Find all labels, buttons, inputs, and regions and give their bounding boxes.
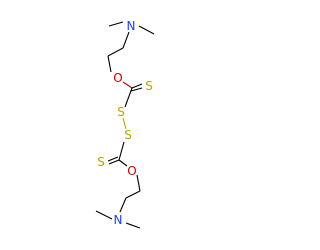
atom-label-s-bridge-top: S: [117, 105, 125, 119]
bond-methyl-n-top-right: [138, 25, 155, 35]
molecule-diagram: N O S S S S O N: [95, 19, 155, 229]
structure-canvas: N O S S S S O N: [95, 19, 155, 229]
atom-label-o-bottom: O: [127, 164, 136, 178]
bond-c-s-thione-bottom-b: [107, 156, 119, 162]
bond-c-s-bridge-top: [124, 87, 133, 108]
bond-s-bridge-c-bottom: [118, 141, 125, 161]
bond-c-s-thione-top-b: [130, 87, 143, 92]
bond-ch2-ch2-top: [107, 47, 124, 57]
atom-label-n-bottom: N: [114, 213, 123, 227]
bond-ch2-o-top: [107, 55, 112, 73]
bond-ch2-n-bottom: [119, 197, 127, 213]
bond-methyl-n-top-left: [108, 21, 124, 27]
bond-c-s-thione-top-a: [131, 83, 143, 89]
atom-label-s-bridge-bottom: S: [124, 128, 132, 142]
bond-ch2-ch2-bottom: [125, 190, 141, 199]
atom-label-n-top: N: [127, 19, 136, 33]
bond-disulfide: [122, 117, 127, 130]
bond-c-o-bottom: [118, 159, 128, 167]
bond-c-s-thione-bottom-a: [108, 159, 120, 165]
bond-n-methyl-bottom-right: [125, 222, 141, 229]
atom-label-s-thione-bottom: S: [97, 155, 105, 169]
atom-label-s-thione-top: S: [145, 79, 153, 93]
bond-n-methyl-bottom-left: [95, 210, 113, 220]
bond-o-c-top: [122, 81, 133, 89]
atom-label-o-top: O: [113, 71, 122, 85]
bond-n-ch2-top: [122, 31, 130, 49]
bond-o-ch2-bottom: [136, 174, 141, 192]
